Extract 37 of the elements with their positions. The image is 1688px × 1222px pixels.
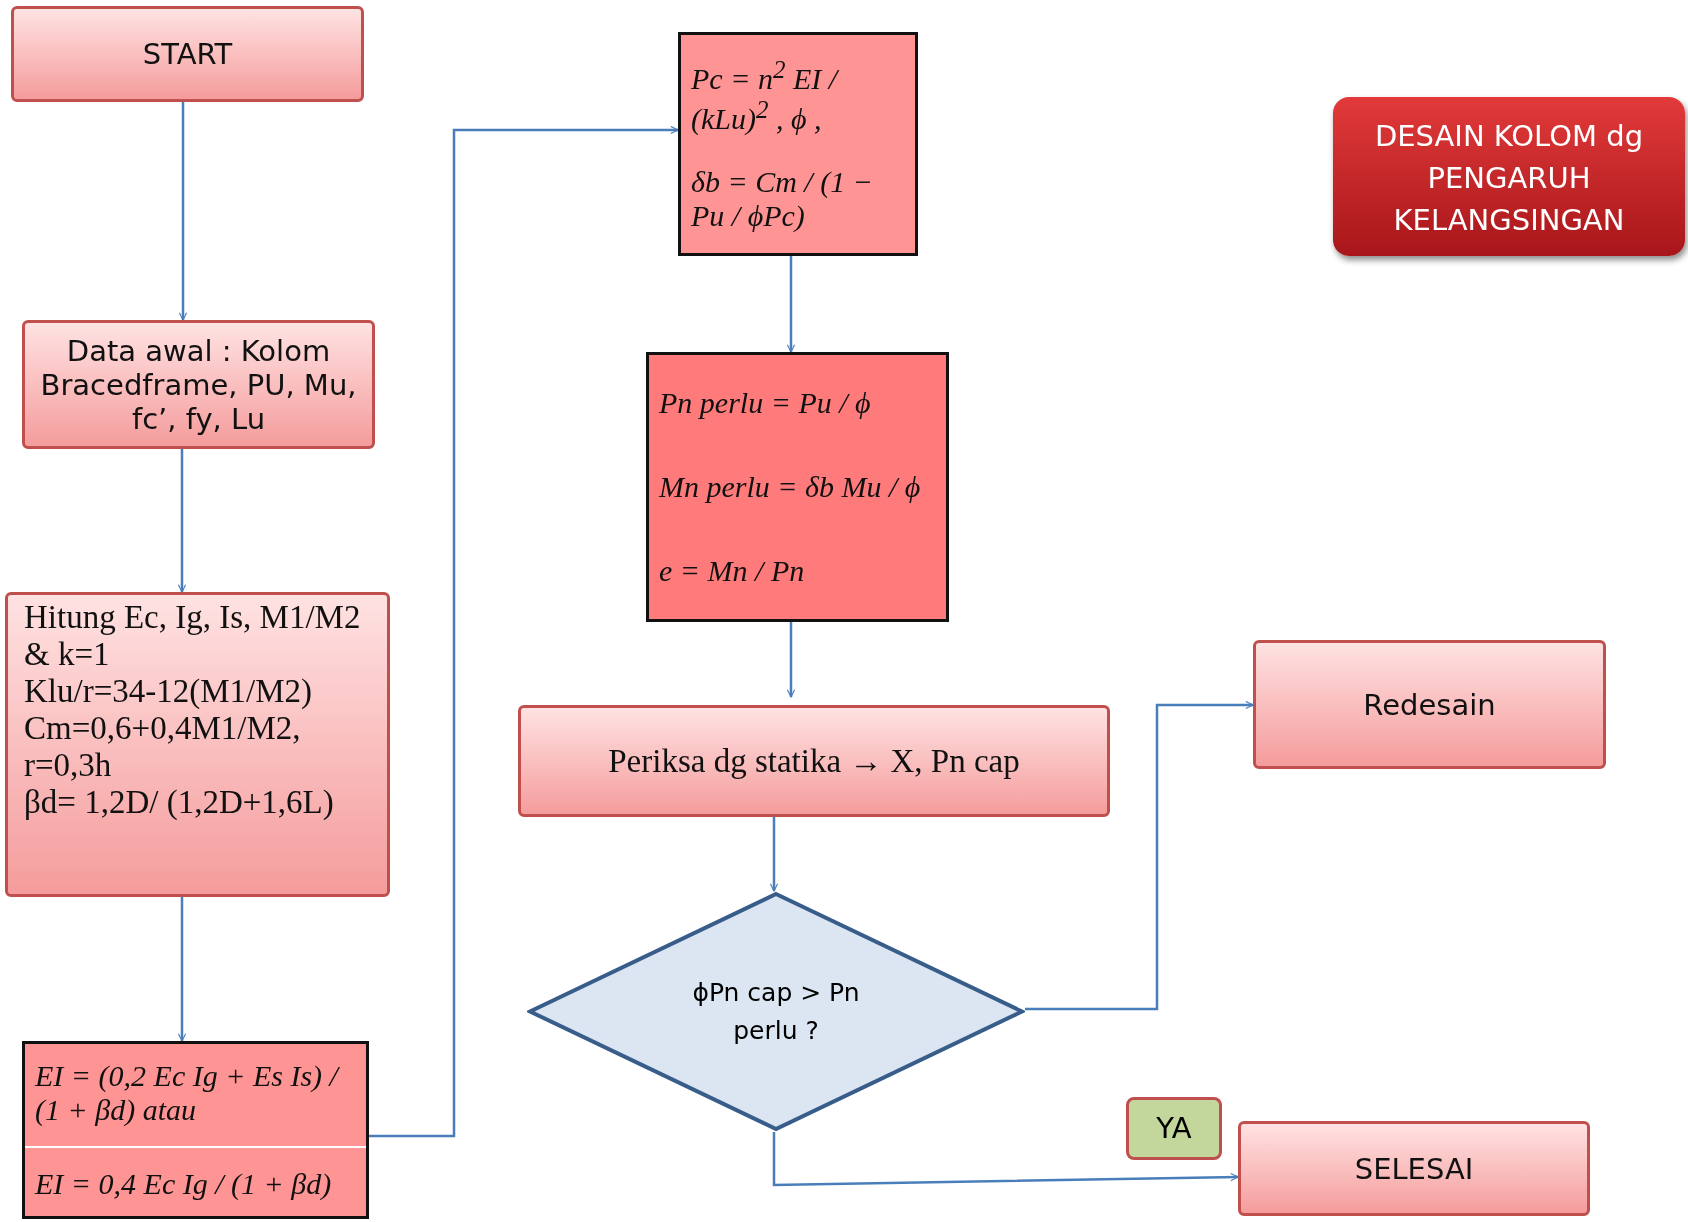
node-text: START: [142, 37, 233, 71]
process-box: [1253, 640, 1606, 769]
arrow: [786, 256, 796, 353]
formula-text: Pn perlu = Pu / ϕ: [659, 386, 872, 420]
edge-label: YA: [1126, 1097, 1222, 1160]
node-text: Redesain: [1363, 687, 1496, 722]
node-text: Data awal : Kolom Bracedframe, PU, Mu, fc’, fy, Lu: [39, 333, 358, 436]
process-box: [518, 705, 1110, 817]
process-box: [5, 592, 390, 897]
arrow: [177, 449, 187, 593]
node-text: SELESAI: [1354, 1151, 1474, 1186]
decision-diamond: [527, 891, 1025, 1132]
formula-text: Mn perlu = δb Mu / ϕ: [659, 470, 922, 504]
node-text: Hitung Ec, Ig, Is, M1/M2 & k=1: [24, 599, 362, 673]
node-text: βd= 1,2D/ (1,2D+1,6L): [24, 784, 334, 821]
formula-text: δb = Cm / (1 − Pu / ϕPc): [691, 164, 874, 233]
formula-box: [646, 352, 949, 622]
arrow: [177, 897, 187, 1042]
process-box: [1238, 1121, 1590, 1216]
formula-text: e = Mn / Pn: [659, 554, 806, 588]
formula-box: [678, 32, 918, 256]
formula-text: EI = 0,4 Ec Ig / (1 + βd): [35, 1166, 333, 1201]
arrow: [769, 817, 779, 892]
arrow: [772, 1132, 1239, 1187]
process-box: [22, 320, 375, 449]
title-banner: DESAIN KOLOM dg PENGARUH KELANGSINGAN: [1333, 97, 1685, 256]
arrow: [369, 125, 679, 1138]
formula-box: [22, 1041, 369, 1219]
arrow: [786, 622, 796, 698]
node-text: Klu/r=34-12(M1/M2): [24, 673, 313, 710]
node-text: Periksa dg statika → X, Pn cap: [608, 742, 1020, 780]
process-box: [11, 6, 364, 102]
formula-text: Pc = n$^{2}$ EI / (kLu)$^{2}$ , ϕ ,: [691, 55, 840, 136]
node-text: ϕPn cap > Pn perlu ?: [691, 977, 861, 1047]
formula-text: EI = (0,2 Ec Ig + Es Is) / (1 + βd) atau: [35, 1059, 341, 1128]
arrow: [1025, 700, 1254, 1011]
arrow: [178, 102, 188, 321]
